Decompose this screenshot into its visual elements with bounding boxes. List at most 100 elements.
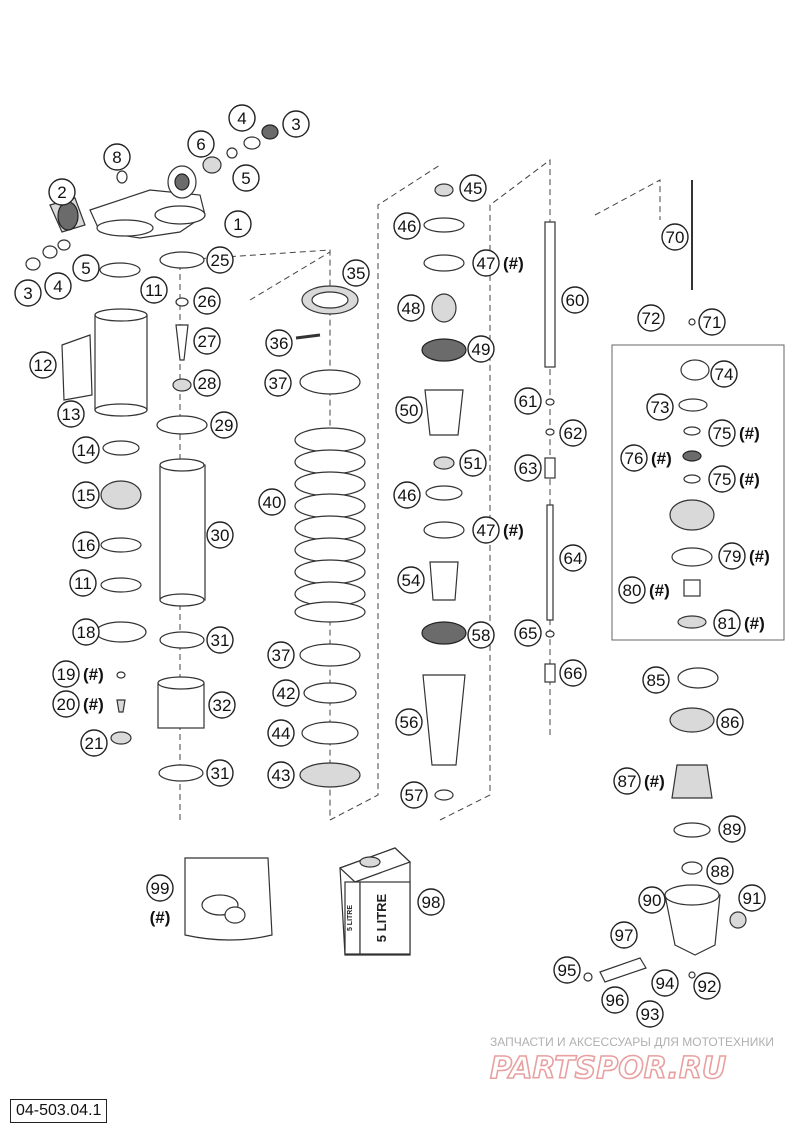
- hash-mark: (#): [739, 424, 760, 443]
- callout-circle: [228, 104, 256, 132]
- callout-circle: [467, 335, 495, 363]
- callout-95: 95: [553, 956, 581, 984]
- callout-circle: [718, 815, 746, 843]
- callout-number: 47: [477, 521, 496, 540]
- hash-mark: (#): [503, 254, 524, 273]
- callout-2: 2: [48, 178, 76, 206]
- callout-number: 81: [718, 614, 737, 633]
- callout-circle: [48, 178, 76, 206]
- callout-number: 8: [112, 148, 121, 167]
- callout-circle: [57, 400, 85, 428]
- callout-number: 58: [472, 626, 491, 645]
- callout-circle: [559, 544, 587, 572]
- callout-circle: [14, 279, 42, 307]
- callout-74: 74: [710, 360, 738, 388]
- callout-number: 75: [713, 470, 732, 489]
- callout-25: 25: [206, 246, 234, 274]
- callout-circle: [267, 641, 295, 669]
- callout-56: 56: [395, 708, 423, 736]
- callout-circle: [395, 396, 423, 424]
- callout-labels: 1233445568111112131415161819(#)20(#)2125…: [14, 104, 770, 1028]
- callout-number: 94: [656, 974, 675, 993]
- callout-number: 57: [405, 786, 424, 805]
- callout-number: 73: [651, 398, 670, 417]
- callout-87: 87(#): [613, 767, 665, 795]
- callout-81: 81(#): [713, 609, 765, 637]
- callout-number: 46: [398, 217, 417, 236]
- callout-94: 94: [651, 969, 679, 997]
- callout-number: 43: [272, 766, 291, 785]
- callout-number: 25: [211, 251, 230, 270]
- callout-3-1: 3: [282, 110, 310, 138]
- callout-circle: [272, 679, 300, 707]
- callout-13: 13: [57, 400, 85, 428]
- callout-47-1: 47(#): [472, 249, 524, 277]
- callout-number: 4: [53, 277, 62, 296]
- callout-number: 64: [564, 549, 583, 568]
- callout-number: 65: [519, 624, 538, 643]
- callout-21: 21: [80, 729, 108, 757]
- callout-number: 92: [698, 977, 717, 996]
- callout-31-1: 31: [206, 626, 234, 654]
- watermark-subtitle: ЗАПЧАСТИ И АКСЕССУАРЫ ДЛЯ МОТОТЕХНИКИ: [490, 1035, 774, 1049]
- callout-15: 15: [72, 481, 100, 509]
- callout-16: 16: [72, 531, 100, 559]
- callout-circle: [52, 660, 80, 688]
- callout-14: 14: [72, 436, 100, 464]
- callout-circle: [559, 659, 587, 687]
- callout-37-2: 37: [267, 641, 295, 669]
- callout-circle: [72, 436, 100, 464]
- oil-can-label: 5 LITRE: [374, 893, 389, 942]
- callout-30: 30: [206, 521, 234, 549]
- callout-number: 18: [77, 623, 96, 642]
- callout-63: 63: [514, 454, 542, 482]
- callout-11-2: 11: [69, 569, 97, 597]
- oil-can: 5 LITRE 5 LITRE: [338, 847, 412, 956]
- callout-circle: [459, 174, 487, 202]
- callout-32: 32: [208, 691, 236, 719]
- callout-circle: [472, 249, 500, 277]
- callout-54: 54: [397, 566, 425, 594]
- callout-98: 98: [417, 888, 445, 916]
- callout-75-1: 75(#): [708, 419, 760, 447]
- callout-circle: [267, 719, 295, 747]
- callout-circle: [716, 708, 744, 736]
- callout-50: 50: [395, 396, 423, 424]
- callout-circle: [553, 956, 581, 984]
- callout-18: 18: [72, 618, 100, 646]
- callout-6: 6: [187, 130, 215, 158]
- callout-circle: [264, 369, 292, 397]
- callout-70: 70: [661, 223, 689, 251]
- callout-number: 28: [198, 374, 217, 393]
- callout-circle: [146, 874, 174, 902]
- callout-26: 26: [193, 287, 221, 315]
- callout-circle: [206, 246, 234, 274]
- callout-circle: [44, 272, 72, 300]
- callout-number: 89: [723, 820, 742, 839]
- callout-circle: [698, 308, 726, 336]
- callout-circle: [224, 210, 252, 238]
- callout-circle: [620, 444, 648, 472]
- callout-circle: [232, 164, 260, 192]
- callout-circle: [708, 419, 736, 447]
- callout-27: 27: [193, 327, 221, 355]
- callout-circle: [638, 886, 666, 914]
- callout-number: 19: [57, 665, 76, 684]
- callout-circle: [738, 884, 766, 912]
- callout-circle: [693, 972, 721, 1000]
- callout-circle: [713, 609, 741, 637]
- callout-5-1: 5: [232, 164, 260, 192]
- callout-number: 44: [272, 724, 291, 743]
- callout-number: 66: [564, 664, 583, 683]
- callout-number: 93: [641, 1005, 660, 1024]
- callout-circle: [559, 419, 587, 447]
- callout-88: 88: [706, 857, 734, 885]
- callout-circle: [646, 393, 674, 421]
- callout-circle: [206, 759, 234, 787]
- callout-circle: [601, 986, 629, 1014]
- callout-number: 2: [57, 183, 66, 202]
- callout-3-2: 3: [14, 279, 42, 307]
- callout-number: 30: [211, 526, 230, 545]
- callout-circle: [706, 857, 734, 885]
- callout-96: 96: [601, 986, 629, 1014]
